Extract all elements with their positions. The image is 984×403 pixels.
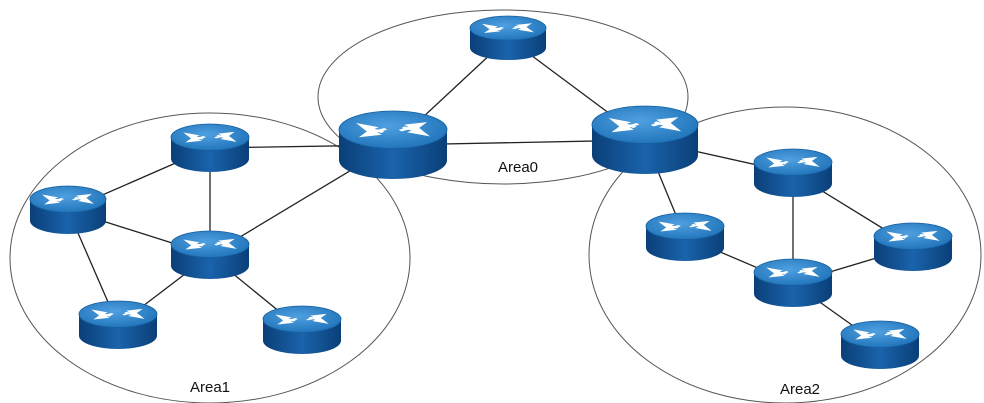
router-abr-left-icon: [338, 110, 448, 179]
area-boundaries: [9, 9, 982, 403]
router-a2-top-icon: [753, 148, 833, 197]
area1-boundary: [9, 112, 411, 403]
area1-label: Area1: [190, 379, 230, 396]
router-a1-left-icon: [29, 185, 107, 235]
router-a1-mid-icon: [170, 230, 250, 279]
area0-label: Area0: [498, 159, 538, 176]
router-a2-mid-icon: [753, 258, 833, 307]
router-a1-top-icon: [170, 123, 250, 173]
area2-label: Area2: [780, 381, 820, 398]
area2-boundary: [588, 106, 982, 403]
area0-boundary: [317, 9, 689, 185]
routers: [29, 15, 953, 369]
router-a1-bottom-left-icon: [78, 300, 158, 349]
router-abr-right-icon: [591, 105, 699, 174]
router-a2-right-icon: [873, 222, 953, 271]
router-a1-bottom-right-icon: [262, 305, 342, 354]
router-a2-bottom-icon: [840, 320, 920, 369]
area-labels: Area0 Area1 Area2: [190, 159, 820, 398]
router-a2-left-icon: [645, 212, 725, 261]
router-a0-top-icon: [469, 15, 547, 61]
